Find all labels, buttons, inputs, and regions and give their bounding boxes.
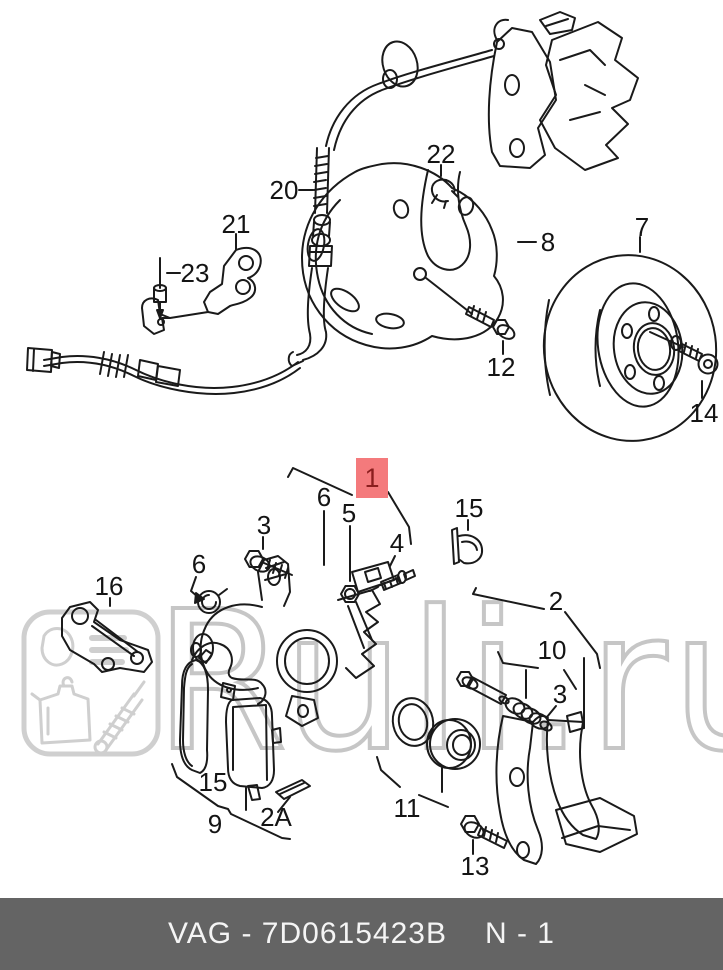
callout-brake-caliper-assembly[interactable]: 1 [356, 458, 388, 498]
callout-pad-clip-bottom[interactable]: 15 [198, 767, 228, 797]
callout-repair-kit[interactable]: 11 [393, 793, 421, 823]
callout-guide-bushing[interactable]: 3 [552, 679, 568, 709]
carrier-bolt-drawing [460, 815, 508, 849]
callout-parking-brake-cable[interactable]: 20 [269, 175, 299, 205]
callout-shim[interactable]: 2A [260, 802, 292, 832]
callout-securing-pin[interactable]: 23 [180, 258, 210, 288]
callout-stud[interactable]: 4 [389, 528, 405, 558]
callout-cap-top[interactable]: 6 [316, 482, 332, 512]
oil-can-icon [30, 676, 92, 745]
hex-bolt-upper-drawing [244, 550, 293, 579]
clip-right-drawing [451, 527, 484, 565]
callout-cable-bracket[interactable]: 21 [221, 209, 251, 239]
page-code: N - 1 [484, 917, 555, 950]
callout-caliper-carrier[interactable]: 2 [548, 586, 564, 616]
part-number-bar: VAG - 7D0615423B N - 1 [0, 898, 723, 970]
caliper-carrier-drawing [495, 711, 638, 865]
assembled-caliper-drawing [381, 11, 639, 171]
stud-drawing [369, 569, 416, 592]
callout-disc-screw[interactable]: 14 [689, 398, 719, 428]
callout-guide-kit[interactable]: 10 [537, 635, 567, 665]
callout-hex-bolt-upper[interactable]: 3 [256, 510, 272, 540]
callout-shield-bolt[interactable]: 12 [486, 352, 516, 382]
callout-lever-bracket[interactable]: 16 [94, 571, 124, 601]
watermark-logo [21, 609, 161, 757]
cable-bracket-drawing [141, 247, 262, 335]
callout-carrier-bolt[interactable]: 13 [460, 851, 490, 881]
repair-kit-drawing [391, 697, 481, 770]
logo-blob-icon [40, 627, 75, 667]
shield-bolt-drawing [465, 305, 516, 340]
catalog-code: VAG - 7D0615423B [168, 917, 447, 950]
callout-retaining-clip[interactable]: 22 [426, 139, 456, 169]
callout-brake-disc[interactable]: 7 [634, 212, 650, 242]
splash-shield-drawing [301, 162, 504, 350]
callout-spring-left[interactable]: 6 [191, 549, 207, 579]
securing-pin-drawing [153, 257, 167, 319]
retaining-clip-drawing [430, 178, 459, 209]
shock-absorber-icon [93, 680, 146, 755]
callout-self-locking-nut[interactable]: 5 [341, 498, 357, 528]
parking-brake-cable-drawing [26, 49, 495, 395]
disc-screw-drawing [678, 342, 719, 375]
watermark-text: Ruli.ru [154, 571, 723, 794]
brake-pads-drawing [179, 641, 282, 801]
self-locking-nut-drawing [340, 585, 360, 603]
shim-drawing [275, 779, 311, 800]
callout-splash-shield[interactable]: 8 [540, 227, 556, 257]
callout-clip-right[interactable]: 15 [454, 493, 484, 523]
callout-brake-pad-set[interactable]: 9 [207, 809, 223, 839]
caliper-housing-drawing [190, 555, 395, 727]
leader-lines [109, 164, 703, 855]
guide-kit-drawing [456, 671, 553, 732]
lever-bracket-drawing [61, 601, 153, 673]
